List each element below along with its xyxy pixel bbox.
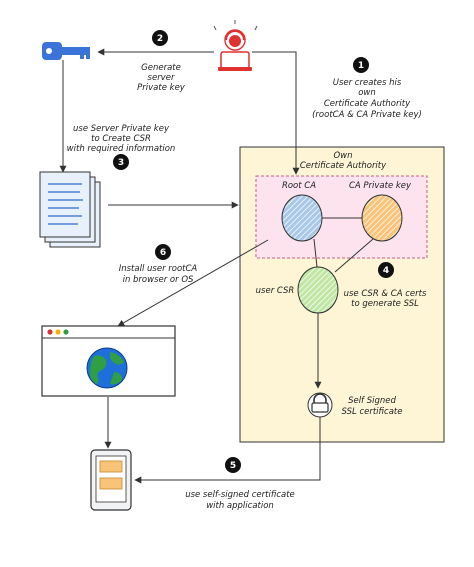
ca-private-key-node [361, 194, 403, 242]
rootca-csr-link [313, 238, 318, 268]
step-5-line2: with application [206, 501, 274, 511]
step-badge-6: 6 [155, 244, 171, 260]
step-badge-3: 3 [113, 154, 129, 170]
step-1-line2: own [358, 88, 376, 98]
own-ca-title-line1: Own [333, 151, 352, 161]
ssl-to-phone-arrow [134, 417, 321, 484]
step-1-line1: User creates his [333, 78, 402, 88]
step-2-line1: Generate [141, 63, 181, 73]
document-stack-icon [39, 171, 101, 248]
step-6-line1: Install user rootCA [119, 264, 198, 274]
step-4-line1: use CSR & CA certs [344, 289, 427, 299]
user-csr-label: user CSR [256, 286, 295, 296]
root-ca-label: Root CA [282, 181, 316, 191]
ssl-cert-label-line2: SSL certificate [342, 407, 403, 417]
svg-text:3: 3 [118, 158, 124, 168]
cakey-csr-link [334, 238, 374, 273]
ca-to-browser-arrow [117, 239, 269, 327]
svg-text:6: 6 [160, 248, 166, 258]
step-2-line2: server [148, 73, 175, 83]
own-ca-title-line2: Certificate Authority [300, 161, 387, 171]
step-1-line3: Certificate Authority [324, 99, 411, 109]
step-3-line3: with required information [67, 144, 176, 154]
step-4-line2: to generate SSL [351, 299, 419, 309]
step-3-line1: use Server Private key [73, 124, 170, 134]
lock-icon [307, 392, 333, 418]
key-icon [42, 42, 90, 60]
svg-text:4: 4 [383, 266, 389, 276]
svg-text:5: 5 [230, 461, 236, 471]
step-5-line1: use self-signed certificate [185, 490, 295, 500]
ca-private-key-label: CA Private key [349, 181, 412, 191]
step-badge-5: 5 [225, 457, 241, 473]
step-1-line4: (rootCA & CA Private key) [312, 110, 422, 120]
mobile-phone-icon [90, 449, 132, 511]
ssl-cert-label-line1: Self Signed [348, 396, 396, 406]
root-ca-node [281, 194, 323, 242]
user-csr-node [297, 266, 339, 314]
developer-to-ca-arrow [252, 51, 300, 175]
svg-text:1: 1 [358, 61, 364, 71]
developer-laptop-icon [213, 20, 258, 71]
step-2-line3: Private key [137, 83, 186, 93]
step-badge-4: 4 [378, 262, 394, 278]
svg-text:2: 2 [157, 34, 163, 44]
step-badge-1: 1 [353, 57, 369, 73]
step-3-line2: to Create CSR [91, 134, 151, 144]
globe-icon [86, 347, 128, 389]
step-6-line2: in browser or OS [123, 275, 194, 285]
step-badge-2: 2 [152, 30, 168, 46]
